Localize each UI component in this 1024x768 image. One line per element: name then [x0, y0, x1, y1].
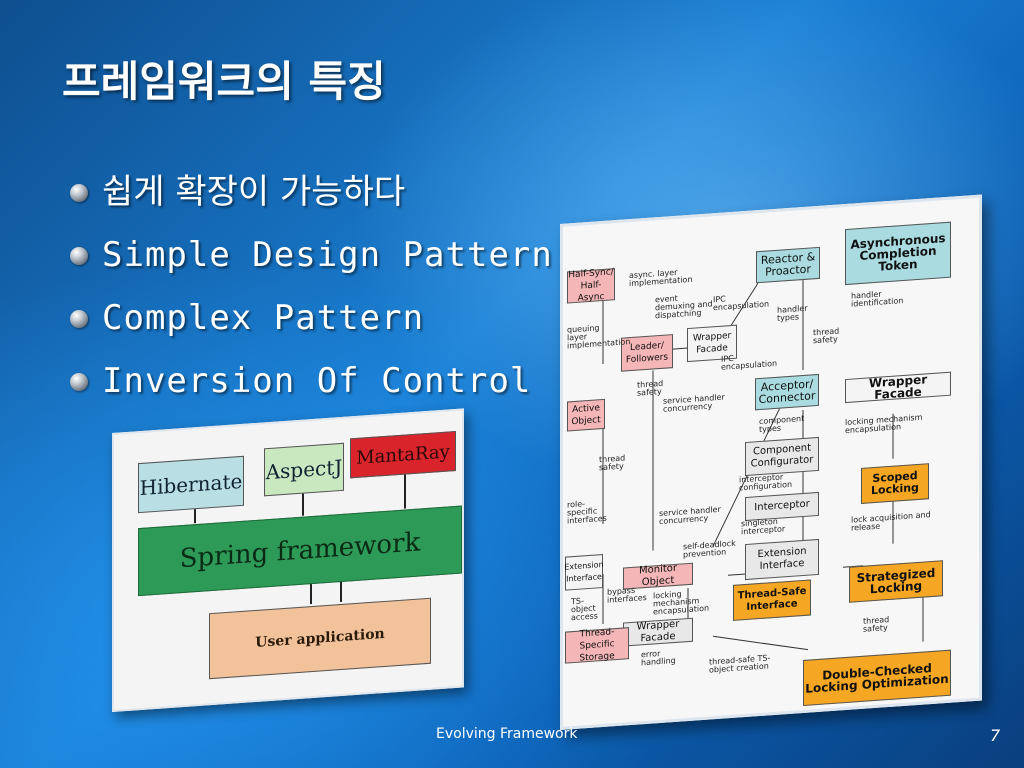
spring-framework-diagram: Hibernate AspectJ MantaRay Spring framew… — [112, 408, 464, 712]
component-configurator-box: Component Configurator — [745, 436, 819, 477]
bullet-item: Inversion Of Control — [70, 359, 553, 422]
diagram-label: role-specific interfaces — [567, 499, 607, 526]
mantaray-box: MantaRay — [350, 430, 456, 479]
bullet-sphere-icon — [70, 310, 88, 328]
bullet-sphere-icon — [70, 184, 88, 202]
diagram-label: thread safety — [599, 453, 626, 473]
asynchronous-completion-token-box: Asynchronous Completion Token — [845, 221, 951, 286]
extension-interface-box: Extension Interface — [745, 538, 819, 581]
bullet-item: Complex Pattern — [70, 296, 553, 359]
bullet-item: Simple Design Pattern — [70, 233, 553, 296]
acceptor-connector-box: Acceptor/ Connector — [755, 373, 819, 411]
diagram-label: handler types — [777, 303, 808, 323]
bullet-text: 쉽게 확장이 가능하다 — [102, 172, 406, 212]
hibernate-box: Hibernate — [138, 455, 244, 514]
slide-title: 프레임워크의 특징 — [62, 57, 386, 106]
diagram-label: error handling — [641, 648, 676, 668]
bullet-text: Inversion Of Control — [102, 361, 532, 401]
scoped-locking-box: Scoped Locking — [861, 463, 929, 504]
wrapper-facade-box: Wrapper Facade — [623, 617, 693, 647]
diagram-label: thread safety — [637, 378, 664, 398]
diagram-label: bypass interfaces — [607, 585, 647, 605]
connector-line — [302, 493, 304, 516]
diagram-arrows — [602, 279, 924, 651]
extension-interface-box: Extension Interface — [564, 553, 604, 591]
slide-footer: Evolving Framework — [436, 726, 578, 742]
diagram-label: TS-object access — [571, 596, 598, 623]
diagram-label: queuing layer implementation — [567, 323, 631, 351]
user-application-box: User application — [209, 597, 431, 680]
connector-line — [194, 509, 196, 524]
bullet-list: 쉽게 확장이 가능하다 Simple Design Pattern Comple… — [70, 170, 553, 422]
strategized-locking-box: Strategized Locking — [849, 560, 943, 603]
reactor-proactor-box: Reactor & Proactor — [756, 246, 820, 284]
diagram-label: event demuxing and dispatching — [655, 293, 713, 321]
bullet-item: 쉽게 확장이 가능하다 — [70, 170, 553, 233]
connector-line — [340, 581, 342, 603]
connector-line — [404, 474, 406, 509]
thread-specific-storage-box: Thread-Specific Storage — [565, 627, 629, 664]
thread-safe-interface-box: Thread-Safe Interface — [733, 579, 811, 621]
bullet-text: Simple Design Pattern — [102, 235, 553, 275]
connector-line — [310, 584, 312, 605]
active-object-box: Active Object — [567, 398, 605, 432]
bullet-sphere-icon — [70, 247, 88, 265]
diagram-label: thread safety — [863, 614, 890, 634]
half-sync-half-async-box: Half-Sync/ Half-Async — [567, 267, 615, 304]
pattern-relationship-diagram: Half-Sync/ Half-Async Reactor & Proactor… — [560, 194, 982, 730]
spring-framework-box: Spring framework — [138, 505, 462, 597]
aspectj-box: AspectJ — [264, 442, 344, 497]
diagram-label: thread safety — [813, 326, 840, 346]
bullet-sphere-icon — [70, 373, 88, 391]
slide-page-number: 7 — [990, 726, 1001, 745]
diagram-label: component types — [759, 413, 805, 435]
bullet-text: Complex Pattern — [102, 298, 425, 338]
